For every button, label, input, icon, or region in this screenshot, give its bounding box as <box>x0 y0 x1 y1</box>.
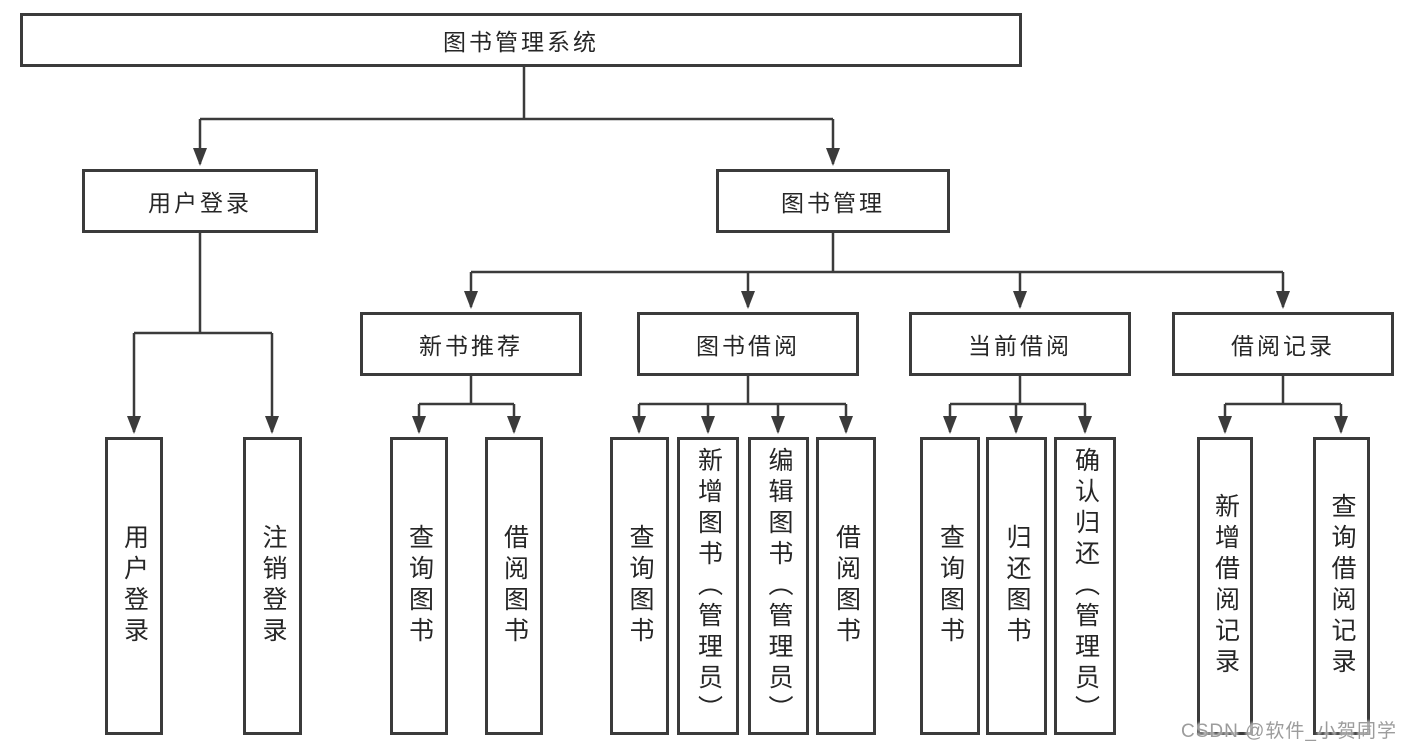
leaf-query-borrow-record-label: 查询借阅记录 <box>1328 493 1356 679</box>
leaf-return-book: 归还图书 <box>986 437 1047 735</box>
node-current-borrow: 当前借阅 <box>909 312 1131 376</box>
leaf-confirm-return-admin: 确认归还（管理员） <box>1054 437 1116 735</box>
node-borrow-records: 借阅记录 <box>1172 312 1394 376</box>
leaf-confirm-return-admin-label: 确认归还（管理员） <box>1071 446 1100 726</box>
leaf-borrow-books-recommend-label: 借阅图书 <box>500 524 529 648</box>
leaf-edit-book-admin-label: 编辑图书（管理员） <box>765 446 793 726</box>
leaf-add-borrow-record-label: 新增借阅记录 <box>1211 493 1240 679</box>
leaf-user-login: 用户登录 <box>105 437 163 735</box>
node-book-management: 图书管理 <box>716 169 950 233</box>
connector-arrows <box>127 119 1348 434</box>
leaf-logout-login-label: 注销登录 <box>259 524 287 648</box>
node-new-book-recommend: 新书推荐 <box>360 312 582 376</box>
leaf-user-login-label: 用户登录 <box>120 524 149 648</box>
leaf-logout-login: 注销登录 <box>243 437 302 735</box>
leaf-query-borrow-record: 查询借阅记录 <box>1313 437 1370 735</box>
csdn-watermark: CSDN @软件_小贺同学 <box>1181 721 1397 742</box>
leaf-borrow-books: 借阅图书 <box>816 437 876 735</box>
node-user-login: 用户登录 <box>82 169 318 233</box>
leaf-add-book-admin-label: 新增图书（管理员） <box>694 446 723 726</box>
leaf-query-books-current: 查询图书 <box>920 437 980 735</box>
leaf-query-books-recommend: 查询图书 <box>390 437 448 735</box>
leaf-query-books-current-label: 查询图书 <box>936 524 965 648</box>
leaf-query-books-borrow-label: 查询图书 <box>626 524 654 648</box>
leaf-edit-book-admin: 编辑图书（管理员） <box>748 437 809 735</box>
connector-trunks <box>134 67 1341 406</box>
leaf-add-borrow-record: 新增借阅记录 <box>1197 437 1253 735</box>
leaf-query-books-borrow: 查询图书 <box>610 437 669 735</box>
leaf-query-books-recommend-label: 查询图书 <box>405 524 434 648</box>
leaf-add-book-admin: 新增图书（管理员） <box>677 437 739 735</box>
node-book-borrow: 图书借阅 <box>637 312 859 376</box>
leaf-borrow-books-label: 借阅图书 <box>832 524 861 648</box>
node-root-system: 图书管理系统 <box>20 13 1022 67</box>
leaf-return-book-label: 归还图书 <box>1003 524 1031 648</box>
leaf-borrow-books-recommend: 借阅图书 <box>485 437 543 735</box>
